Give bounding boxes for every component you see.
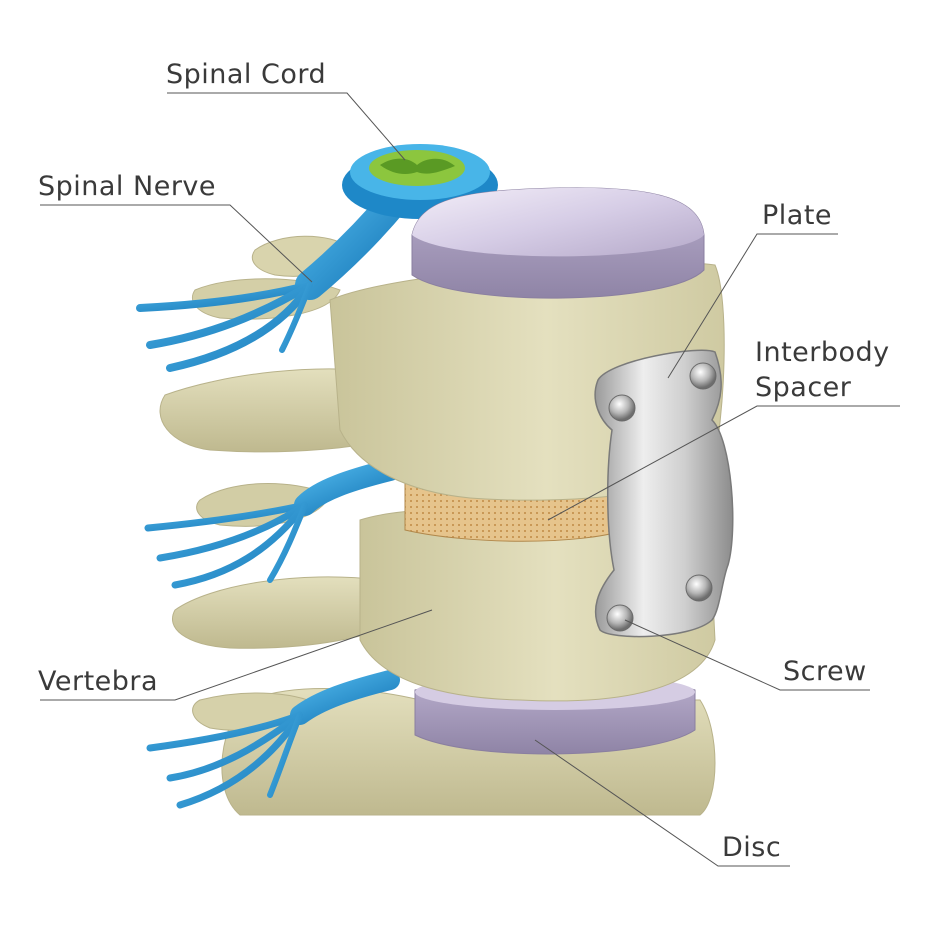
top-disc — [411, 187, 705, 299]
plate — [594, 349, 734, 638]
middle-nerve — [144, 459, 401, 589]
leader-spinal-cord — [167, 92, 406, 161]
leader-lines — [40, 92, 900, 867]
label-interbody: Interbody — [755, 337, 890, 368]
leader-screw — [624, 619, 870, 691]
leader-disc — [534, 739, 790, 867]
label-spinal-nerve: Spinal Nerve — [38, 171, 217, 202]
label-plate: Plate — [762, 200, 833, 231]
leader-plate — [667, 233, 838, 379]
label-spinal-cord: Spinal Cord — [166, 59, 327, 90]
label-disc: Disc — [722, 832, 782, 863]
bottom-nerve — [146, 670, 400, 809]
label-spacer: Spacer — [755, 372, 852, 403]
label-vertebra: Vertebra — [38, 666, 159, 697]
leader-interbody-spacer — [547, 405, 900, 521]
leader-spinal-nerve — [40, 204, 313, 283]
label-screw: Screw — [783, 656, 867, 687]
screws — [606, 362, 717, 632]
leader-vertebra — [40, 609, 433, 701]
